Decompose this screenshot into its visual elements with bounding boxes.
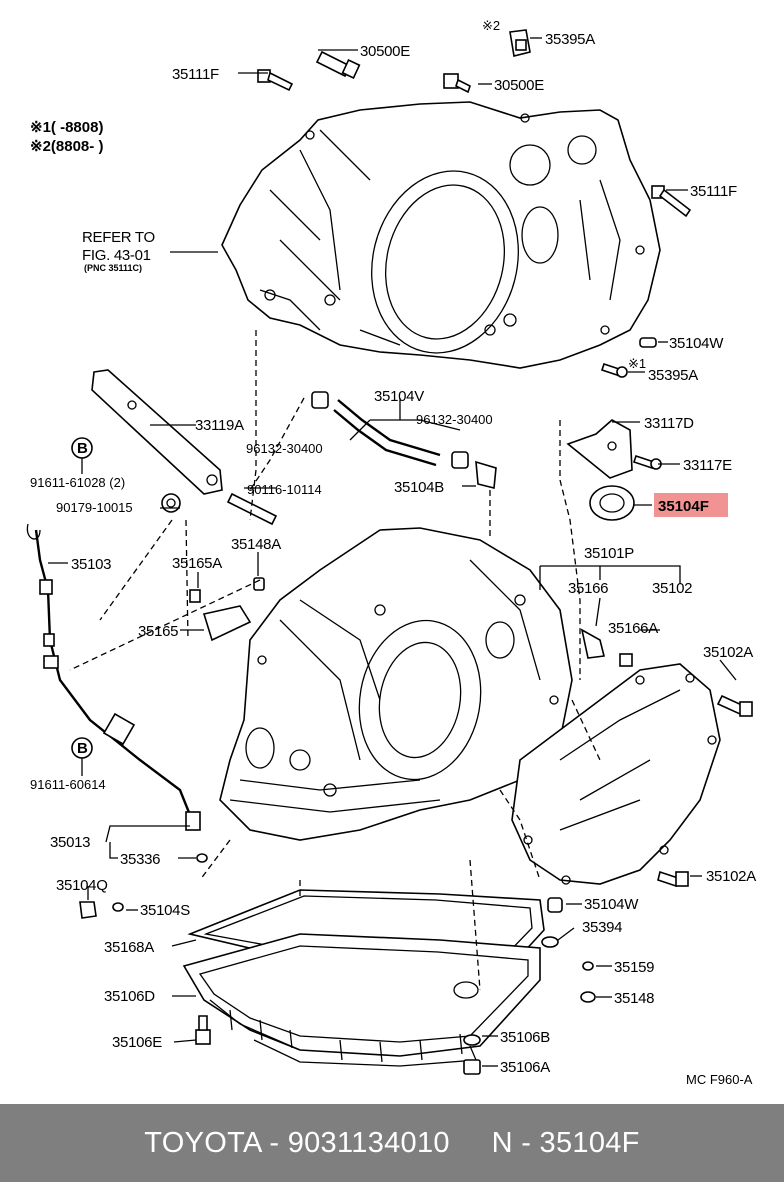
label-35394: 35394 [582, 919, 622, 936]
label-note2: ※2(8808- ) [30, 138, 103, 155]
bolt-35102A-upper [716, 694, 753, 717]
label-diagram-code: MC F960-A [686, 1072, 753, 1087]
clip-35395A-top [509, 29, 531, 57]
oring-35104S [112, 902, 124, 912]
hose-35104V [311, 391, 469, 469]
label-90179: 90179-10015 [56, 500, 133, 515]
pad-35165 [202, 605, 252, 642]
bracket-33117D [566, 419, 633, 479]
label-star2: ※2 [482, 18, 500, 33]
label-35106A: 35106A [500, 1059, 550, 1076]
label-35395A-mid: 35395A [648, 367, 698, 384]
label-35111F-left: 35111F [172, 66, 219, 83]
label-35106D: 35106D [104, 988, 155, 1005]
washer-35106B [463, 1034, 481, 1046]
bolt-35106E [195, 1015, 211, 1045]
bolt-90116 [226, 492, 278, 526]
label-35106E: 35106E [112, 1034, 162, 1051]
nut-90179 [161, 493, 181, 513]
leader-lines [48, 37, 737, 1067]
label-35166A: 35166A [608, 620, 658, 637]
label-35104F: 35104F [658, 498, 709, 515]
side-cover-35102 [511, 663, 721, 885]
dipstick-35103 [26, 523, 201, 831]
oring-35159 [582, 961, 594, 971]
label-b-marker-2: B [77, 740, 88, 757]
bolt-35165A [189, 589, 201, 603]
plug-35104W-top [639, 337, 657, 348]
label-96132-left: 96132-30400 [246, 441, 323, 456]
label-35106B: 35106B [500, 1029, 550, 1046]
footer-part-number: TOYOTA - 9031134010 N - 35104F [144, 1126, 640, 1159]
parts-diagram: 30500E ※2 35395A 35111F 30500E ※1( -8808… [26, 18, 757, 1087]
label-refer-to: REFER TO [82, 229, 155, 246]
oil-pan-35106D [182, 933, 541, 1067]
bolt-30500E-top [315, 50, 361, 79]
label-35336: 35336 [120, 851, 160, 868]
label-35165A: 35165A [172, 555, 222, 572]
bolt-35102A-lower [657, 870, 689, 888]
label-star1: ※1 [628, 356, 646, 371]
footer-bar: TOYOTA - 9031134010 N - 35104F [0, 1104, 784, 1182]
oring-35394 [541, 936, 559, 948]
label-33119A: 33119A [195, 417, 244, 434]
transaxle-housing [221, 101, 661, 369]
label-33117D: 33117D [644, 415, 694, 432]
label-note1: ※1( -8808) [30, 119, 103, 136]
bolt-33117E [632, 454, 662, 470]
label-35104W-top: 35104W [669, 335, 724, 352]
label-35159: 35159 [614, 959, 654, 976]
label-35166: 35166 [568, 580, 608, 597]
label-33117E: 33117E [683, 457, 732, 474]
label-30500E-right: 30500E [494, 77, 544, 94]
label-35104Q: 35104Q [56, 877, 108, 894]
plug-35104Q [79, 901, 97, 919]
label-35102A-lower: 35102A [706, 868, 756, 885]
label-35103: 35103 [71, 556, 111, 573]
label-90116: 90116-10114 [247, 482, 322, 497]
diagram-drawing: 30500E ※2 35395A 35111F 30500E ※1( -8808… [26, 18, 757, 1087]
plug-35104W-lower [547, 897, 563, 913]
label-35102A-upper: 35102A [703, 644, 753, 661]
plug-35106A [463, 1059, 481, 1075]
pad-35166 [580, 628, 605, 659]
pipe-35104B [475, 460, 497, 490]
label-35013: 35013 [50, 834, 90, 851]
bolt-35395A-mid [600, 362, 628, 378]
bolt-35111F-right [651, 185, 692, 218]
label-35148A: 35148A [231, 536, 281, 553]
label-35104V: 35104V [374, 388, 424, 405]
assembly-dashes [69, 330, 601, 991]
label-91611-60614: 91611-60614 [30, 777, 106, 792]
highlight-35104F [654, 493, 728, 517]
plug-35148 [580, 991, 596, 1003]
label-30500E-top: 30500E [360, 43, 410, 60]
label-91611-61028: 91611-61028 (2) [30, 475, 125, 490]
label-refer-fig: FIG. 43-01 [82, 247, 151, 264]
label-96132-right: 96132-30400 [416, 412, 493, 427]
oring-35336 [196, 853, 208, 863]
bolt-30500E-right [443, 73, 471, 94]
bolt-35166A [619, 653, 633, 667]
bracket-33119A [91, 369, 223, 495]
label-35165: 35165 [138, 623, 178, 640]
label-35395A-top: 35395A [545, 31, 595, 48]
label-35111F-right: 35111F [690, 183, 737, 200]
label-35101P: 35101P [584, 545, 634, 562]
label-35102: 35102 [652, 580, 692, 597]
label-35104S: 35104S [140, 902, 190, 919]
label-b-marker-1: B [77, 440, 88, 457]
label-refer-pnc: (PNC 35111C) [84, 263, 142, 273]
label-35148: 35148 [614, 990, 654, 1007]
oil-seal-35104F [589, 485, 635, 521]
label-35168A: 35168A [104, 939, 154, 956]
label-35104B: 35104B [394, 479, 444, 496]
labels: 30500E ※2 35395A 35111F 30500E ※1( -8808… [30, 18, 757, 1087]
label-35104W-lower: 35104W [584, 896, 639, 913]
